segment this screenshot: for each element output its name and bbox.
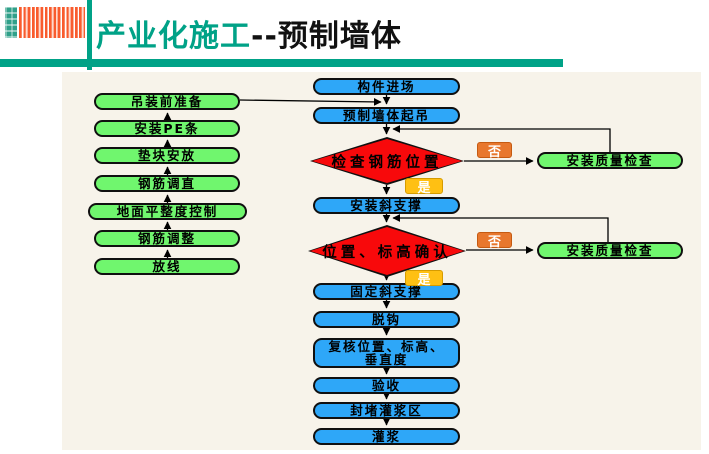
node-installation-quality-check-2: 安装质量检查 [537, 242, 683, 259]
node-setting-out: 放线 [94, 258, 240, 275]
decision-position-elevation-confirm: 位置、标高确认 [308, 225, 466, 277]
node-component-arrival: 构件进场 [313, 78, 460, 95]
node-installation-quality-check-1: 安装质量检查 [537, 152, 683, 169]
logo-stripes-icon [19, 7, 85, 38]
node-install-diagonal-brace: 安装斜支撑 [313, 197, 460, 214]
divider-vertical [87, 0, 92, 70]
node-unhooking: 脱钩 [313, 311, 460, 328]
node-rebar-straightening: 钢筋调直 [94, 175, 240, 192]
logo-teal-block-icon [5, 7, 17, 38]
divider-horizontal [0, 59, 563, 67]
node-rebar-adjustment: 钢筋调整 [94, 230, 240, 247]
title-secondary: --预制墙体 [251, 19, 402, 54]
branch-label-yes-1: 是 [405, 178, 443, 196]
branch-label-yes-2: 是 [405, 270, 443, 288]
decision-label: 检查钢筋位置 [331, 154, 443, 171]
title-primary: 产业化施工 [96, 19, 251, 54]
branch-label-no-1: 否 [477, 142, 512, 160]
node-acceptance: 验收 [313, 377, 460, 394]
node-pre-hoisting-preparation: 吊装前准备 [94, 93, 240, 110]
node-recheck-position-elevation-verticality: 复核位置、标高、垂直度 [313, 338, 460, 368]
decision-label: 位置、标高确认 [322, 244, 452, 261]
node-seal-grouting-area: 封堵灌浆区 [313, 402, 460, 419]
branch-label-no-2: 否 [477, 232, 512, 250]
node-spacer-placement: 垫块安放 [94, 147, 240, 164]
node-ground-levelness-control: 地面平整度控制 [88, 203, 247, 220]
node-fix-diagonal-brace: 固定斜支撑 [313, 283, 460, 300]
node-grouting: 灌浆 [313, 428, 460, 445]
node-wall-lifting: 预制墙体起吊 [313, 107, 460, 124]
node-install-pe-strip: 安装PE条 [94, 120, 240, 137]
page-title: 产业化施工--预制墙体 [96, 11, 402, 55]
